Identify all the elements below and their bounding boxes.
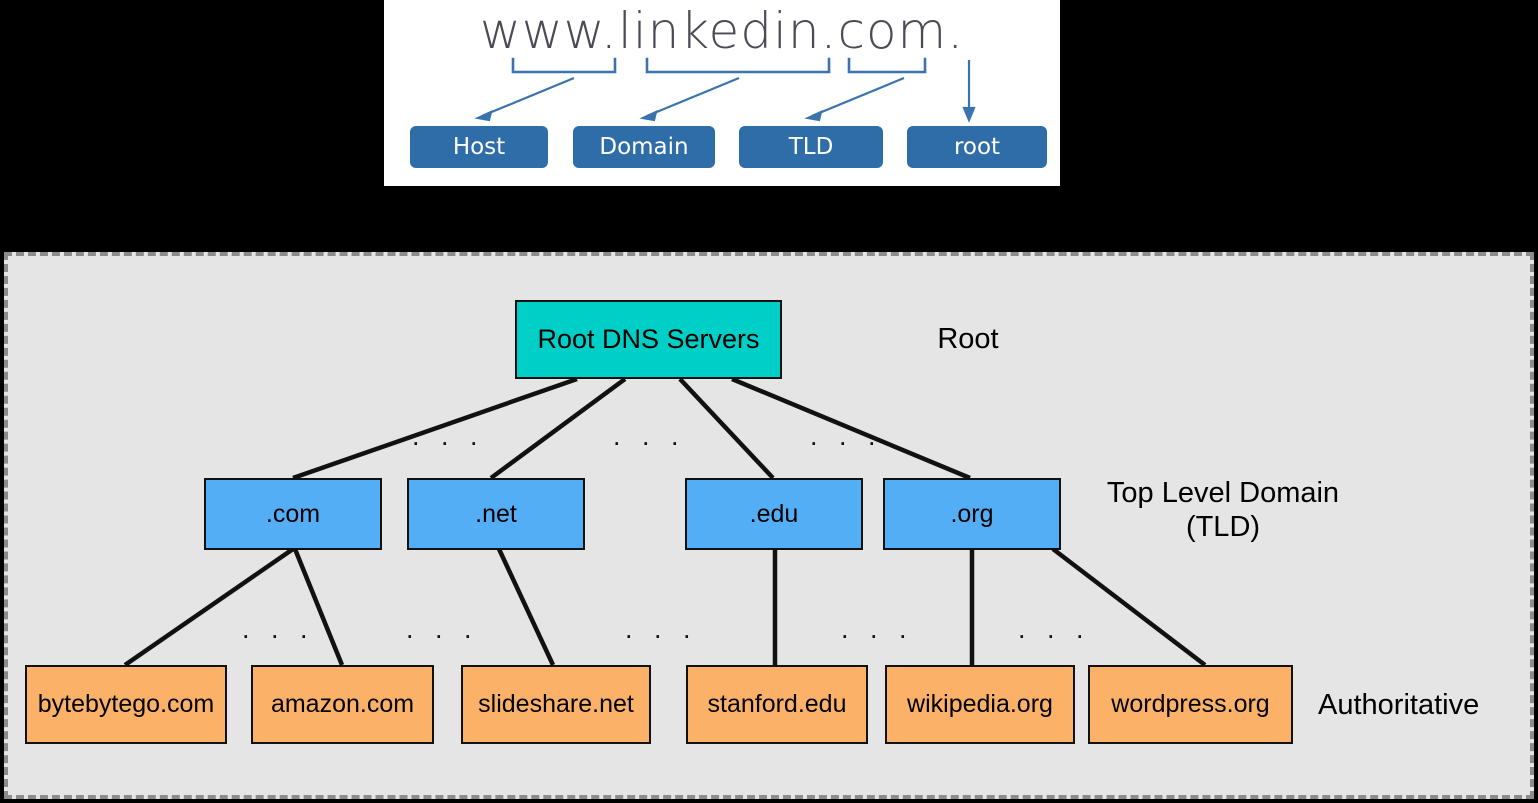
bracket-host <box>511 57 617 74</box>
ellipsis-root-3: . . . <box>810 421 883 451</box>
node-label: .net <box>475 499 517 528</box>
segment-label: Host <box>452 134 506 160</box>
node-tld-com[interactable]: .com <box>204 478 382 550</box>
segment-button-root[interactable]: root <box>907 126 1047 168</box>
arrow-host-line <box>481 76 575 118</box>
edge-root-com <box>292 376 578 481</box>
edge-root-net <box>489 377 627 480</box>
ellipsis-root-2: . . . <box>613 421 686 451</box>
edge-org-wordpress <box>1051 547 1207 667</box>
node-label: .edu <box>749 499 799 528</box>
node-label: amazon.com <box>270 690 415 718</box>
node-label: Root DNS Servers <box>537 324 760 354</box>
node-label: bytebytego.com <box>37 690 215 718</box>
bracket-tld <box>847 57 927 74</box>
arrow-domain-line <box>646 76 740 118</box>
ellipsis-root-1: . . . <box>412 421 485 451</box>
ellipsis-tld-4: . . . <box>841 614 914 644</box>
node-label: slideshare.net <box>478 690 634 718</box>
edge-root-edu <box>678 377 775 480</box>
arrow-root-head <box>962 106 976 123</box>
arrow-domain-head <box>639 110 658 122</box>
node-auth-wikipedia-org[interactable]: wikipedia.org <box>885 665 1075 744</box>
segment-label: Domain <box>599 134 689 160</box>
node-label: stanford.edu <box>707 690 847 718</box>
node-label: .org <box>950 499 994 528</box>
node-auth-bytebytego-com[interactable]: bytebytego.com <box>25 665 227 744</box>
arrow-tld-head <box>804 110 823 122</box>
node-label: wikipedia.org <box>907 690 1053 718</box>
url-text: www.linkedin.com. <box>479 2 965 60</box>
segment-button-domain[interactable]: Domain <box>573 126 715 168</box>
ellipsis-tld-1: . . . <box>242 614 315 644</box>
node-tld-net[interactable]: .net <box>407 478 585 550</box>
edge-root-org <box>731 376 971 481</box>
ellipsis-tld-2: . . . <box>406 614 479 644</box>
arrow-tld-line <box>811 76 905 118</box>
segment-button-tld[interactable]: TLD <box>739 126 883 168</box>
node-tld-org[interactable]: .org <box>883 478 1061 550</box>
node-root-dns-servers[interactable]: Root DNS Servers <box>515 300 782 379</box>
node-label: wordpress.org <box>1111 690 1270 718</box>
segment-label: root <box>953 134 1001 160</box>
tier-label-tld: Top Level Domain (TLD) <box>1106 477 1340 544</box>
ellipsis-tld-3: . . . <box>625 614 698 644</box>
tier-label-authoritative: Authoritative <box>1318 689 1480 721</box>
node-auth-amazon-com[interactable]: amazon.com <box>251 665 434 744</box>
edge-com-bytebytego <box>123 547 295 667</box>
node-auth-wordpress-org[interactable]: wordpress.org <box>1088 665 1293 744</box>
tier-label-root: Root <box>937 323 999 355</box>
node-tld-edu[interactable]: .edu <box>685 478 863 550</box>
url-anatomy-panel: www.linkedin.com. Host Domain TLD roo <box>384 0 1060 186</box>
bracket-domain <box>645 57 831 74</box>
node-label: .com <box>265 499 321 528</box>
edge-com-amazon <box>292 548 345 666</box>
arrow-host-head <box>474 110 493 122</box>
node-auth-stanford-edu[interactable]: stanford.edu <box>686 665 868 744</box>
segment-label: TLD <box>788 134 834 160</box>
ellipsis-tld-5: . . . <box>1018 614 1091 644</box>
segment-button-host[interactable]: Host <box>410 126 548 168</box>
dns-connector-edges <box>123 376 1207 667</box>
url-annotation-lines <box>474 57 976 123</box>
edge-net-slideshare <box>496 548 556 666</box>
node-auth-slideshare-net[interactable]: slideshare.net <box>461 665 651 744</box>
dns-hierarchy-panel: Root DNS Servers .com .net .edu .org byt… <box>4 252 1534 799</box>
